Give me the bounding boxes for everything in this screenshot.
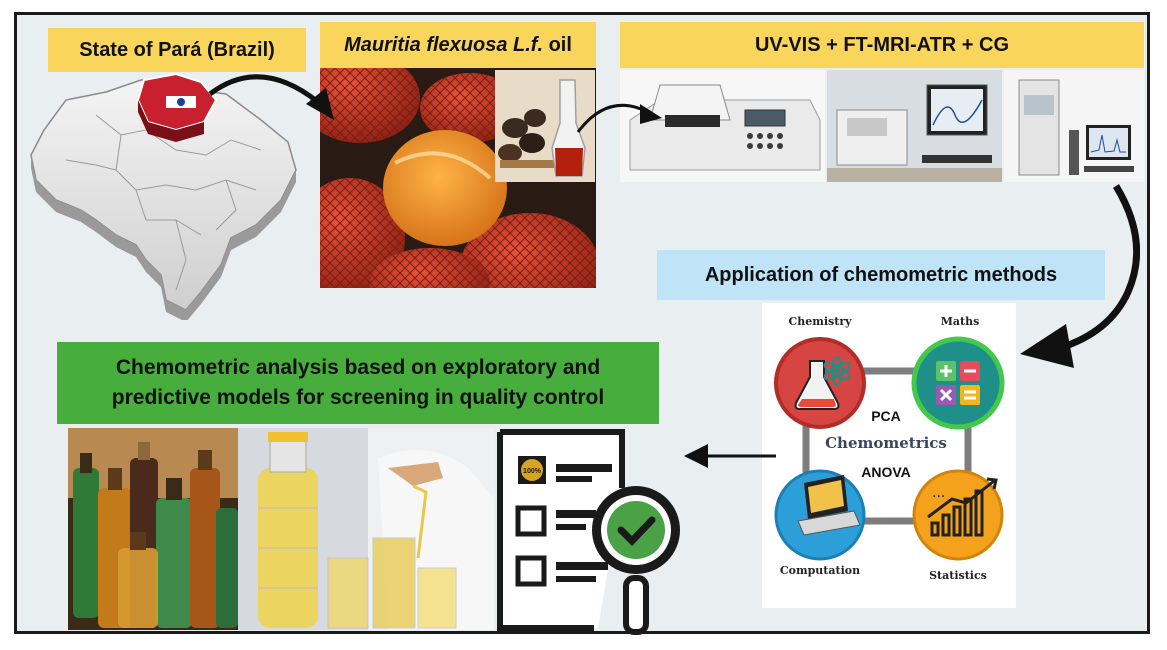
analysis-line-1: Chemometric analysis based on explorator… [115, 356, 601, 379]
flask-icon [794, 360, 840, 410]
bar-chart-icon [927, 477, 998, 537]
quality-checklist-illustration: 100% [494, 428, 694, 638]
laptop-icon [797, 475, 861, 536]
bottles-photo [68, 428, 238, 630]
oil-flask-inset [495, 70, 595, 182]
statistics-node: ... [912, 469, 1004, 561]
checklist-icon: 100% [515, 456, 612, 587]
pca-label: PCA [871, 408, 901, 424]
math-icon [936, 361, 980, 405]
arrow-flask-to-uvvis [576, 103, 662, 133]
buriti-fruit-photo [320, 68, 596, 288]
oil-label: Mauritia flexuosa L.f. oil [320, 22, 596, 68]
chemistry-node [774, 337, 866, 429]
chemometric-methods-label: Application of chemometric methods [657, 250, 1105, 300]
chemistry-label: Chemistry [788, 315, 852, 328]
brazil-map [26, 60, 326, 320]
maths-node [911, 336, 1005, 430]
maths-label: Maths [941, 315, 980, 328]
statistics-label: Statistics [929, 569, 987, 582]
computation-node [774, 469, 866, 561]
analysis-label: Chemometric analysis based on explorator… [57, 342, 659, 424]
oil-suffix: oil [543, 33, 572, 56]
chromatograph-photo [1004, 70, 1144, 182]
state-label: State of Pará (Brazil) [48, 28, 306, 72]
anova-label: ANOVA [861, 464, 911, 480]
arrow-instruments-to-diagram [1020, 184, 1140, 368]
uv-vis-spectrophotometer-photo [620, 70, 825, 182]
arrow-diagram-to-analysis [684, 444, 776, 468]
arrow-map-to-fruit [208, 74, 334, 120]
chemometrics-diagram: ... Chemistry Maths Computation Statisti… [762, 303, 1016, 608]
techniques-label: UV-VIS + FT-MRI-ATR + CG [620, 22, 1144, 68]
para-state-highlight [136, 72, 218, 142]
oil-lab-photo [238, 428, 494, 630]
computation-label: Computation [780, 564, 860, 577]
chemometrics-center-label: Chemometrics [825, 434, 947, 452]
svg-text:...: ... [932, 485, 945, 501]
analysis-line-2: predictive models for screening in quali… [111, 386, 605, 409]
oil-species-name: Mauritia flexuosa L.f. [344, 33, 544, 56]
quality-badge-text: 100% [523, 468, 542, 475]
ftir-spectrometer-photo [827, 70, 1002, 182]
magnifier-check-icon [592, 486, 680, 635]
